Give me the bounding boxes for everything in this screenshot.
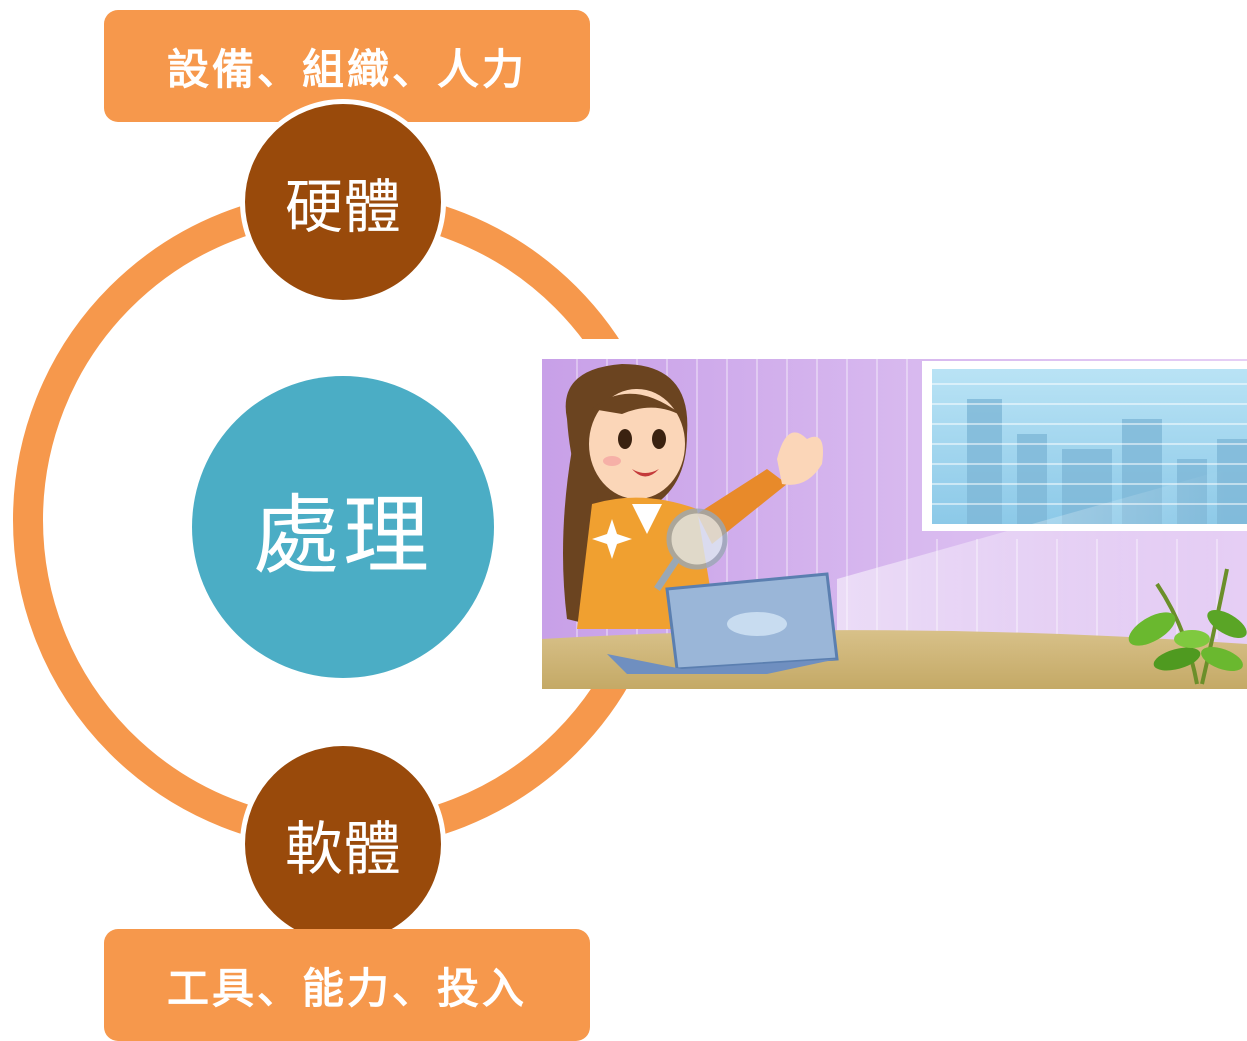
software-node: 軟體 xyxy=(240,741,446,947)
hardware-title: 硬體 xyxy=(284,173,401,241)
city-skyline xyxy=(967,399,1247,524)
software-detail-label: 工具、能力、投入 xyxy=(166,963,527,1013)
illustration-image xyxy=(542,359,1247,689)
light-beam xyxy=(837,469,1227,639)
software-detail-box: 工具、能力、投入 xyxy=(104,929,590,1041)
process-title: 處理 xyxy=(253,485,433,586)
laptop xyxy=(607,572,839,674)
hardware-detail-label: 設備、組織、人力 xyxy=(166,44,527,94)
hardware-node: 硬體 xyxy=(240,99,446,305)
process-center-node: 處理 xyxy=(192,376,494,678)
software-title: 軟體 xyxy=(284,815,401,883)
woman-character xyxy=(563,364,823,629)
plant xyxy=(1128,568,1247,685)
sparkle xyxy=(592,519,632,559)
office-illustration xyxy=(537,339,1247,689)
